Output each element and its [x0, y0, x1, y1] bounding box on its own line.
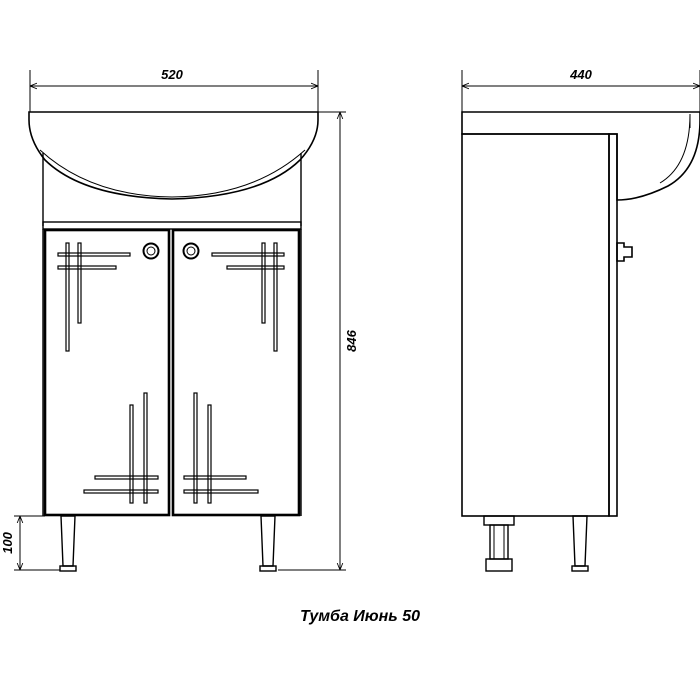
total-height-label: 846: [344, 329, 359, 351]
drawing-caption: Тумба Июнь 50: [299, 608, 421, 625]
front-legs: [59, 515, 277, 572]
front-view: [14, 70, 346, 572]
right-door-decor-bottom: [183, 392, 259, 504]
front-width-label: 520: [161, 67, 183, 82]
side-basin: [461, 111, 700, 201]
side-depth-label: 440: [569, 67, 592, 82]
right-door-knob: [182, 242, 200, 260]
side-view: [461, 70, 700, 572]
left-door-decor-top: [57, 242, 131, 352]
leg-height-label: 100: [0, 531, 15, 553]
leg-height-dimension: [14, 515, 60, 571]
left-door-knob: [142, 242, 160, 260]
left-door: [43, 228, 171, 517]
right-door: [171, 228, 301, 517]
side-depth-dimension: [461, 70, 700, 112]
front-width-dimension: [29, 70, 319, 112]
left-door-decor-bottom: [83, 392, 159, 504]
side-back-foot: [483, 515, 515, 572]
side-front-leg: [571, 515, 589, 572]
side-knob: [616, 242, 633, 262]
side-body: [461, 133, 633, 517]
right-door-decor-top: [211, 242, 285, 352]
total-height-dimension: [278, 111, 346, 571]
basin: [28, 111, 319, 200]
